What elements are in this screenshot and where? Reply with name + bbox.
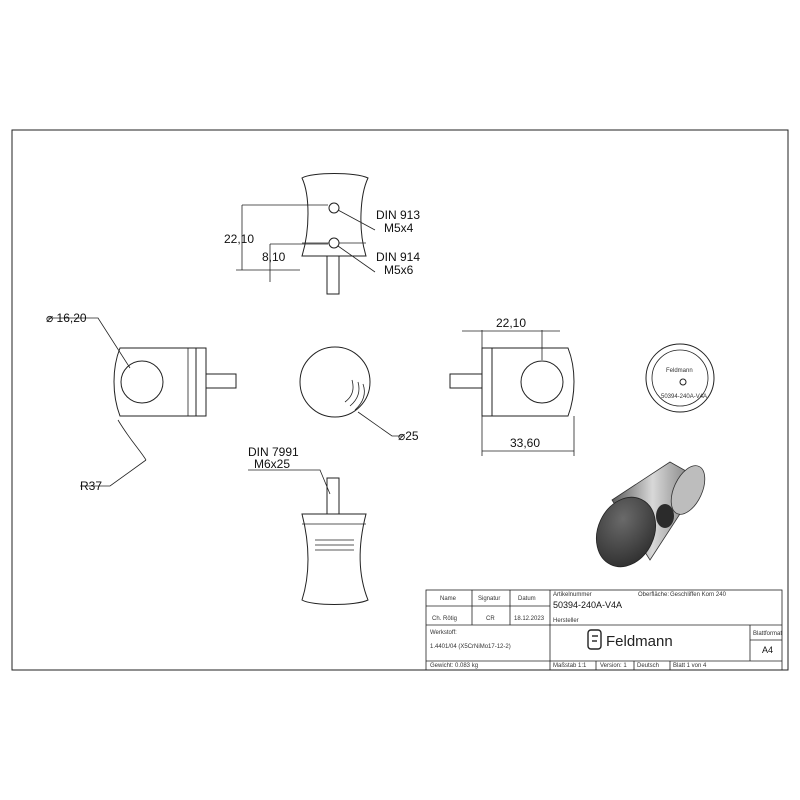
- article-number: 50394-240A-V4A: [553, 600, 622, 610]
- dia-label: ⌀ 16,20: [46, 311, 87, 325]
- dim-small: 8,10: [262, 250, 286, 264]
- top-view-pin: [326, 255, 340, 295]
- sheet-format-label: Blattformat: [753, 631, 782, 637]
- sheet-border: [11, 129, 789, 671]
- left-view-bore: [120, 360, 164, 404]
- hdr-name: Name: [440, 596, 457, 602]
- top-view-outline: [301, 173, 369, 257]
- screw-din913: [328, 202, 340, 214]
- front-dia-label: ⌀25: [398, 429, 419, 443]
- right-view-pin: [449, 373, 483, 389]
- hdr-signature: Signatur: [478, 596, 500, 602]
- note-din913-line2: M5x4: [384, 221, 414, 235]
- left-view: ⌀ 16,20 R37: [46, 311, 237, 493]
- left-view-pin: [205, 373, 237, 389]
- sheet-number: Blatt 1 von 4: [673, 663, 707, 669]
- scale: Maßstab 1:1: [553, 663, 587, 669]
- manufacturer-label: Hersteller: [553, 618, 579, 624]
- surface-label: Oberfläche:: [638, 592, 669, 598]
- right-dim-top: 22,10: [496, 316, 526, 330]
- note-din914-line2: M5x6: [384, 263, 414, 277]
- bottom-view: DIN 7991 M6x25: [248, 445, 369, 605]
- end-face-view: Feldmann 50394-240A-V4A: [645, 343, 715, 413]
- top-view: 22,10 8,10 DIN 913 M5x4 DIN 914 M5x6: [224, 173, 420, 295]
- end-face-logo: Feldmann: [666, 368, 693, 374]
- end-face-hole: [679, 378, 687, 386]
- sheet-format-value: A4: [762, 645, 773, 655]
- right-view-bore: [520, 360, 564, 404]
- dim-height: 22,10: [224, 232, 254, 246]
- radius-label: R37: [80, 479, 102, 493]
- article-label: Artikelnummer: [553, 592, 592, 598]
- bottom-note-line1: DIN 7991: [248, 445, 299, 459]
- bottom-view-outline: [301, 513, 369, 605]
- isometric-render: [596, 461, 706, 568]
- title-block: Name Signatur Datum Ch. Rötig CR 18.12.2…: [425, 589, 783, 671]
- right-view: 22,10 33,60: [449, 316, 575, 456]
- material-value: 1.4401/04 (X5CrNiMo17-12-2): [430, 644, 511, 650]
- render-front-face: [596, 496, 656, 568]
- logo-mark-icon: [587, 629, 602, 650]
- bottom-note-line2: M6x25: [254, 457, 290, 471]
- note-din914-line1: DIN 914: [376, 250, 420, 264]
- brand-name: Feldmann: [606, 633, 673, 650]
- screw-din914: [328, 237, 340, 249]
- row-signature: CR: [486, 616, 495, 622]
- surface-value: Geschliffen Korn 240: [670, 592, 727, 598]
- note-din913-line1: DIN 913: [376, 208, 420, 222]
- end-face-part-no: 50394-240A-V4A: [661, 394, 707, 400]
- front-view: ⌀25: [299, 346, 419, 443]
- row-date: 18.12.2023: [514, 616, 545, 622]
- bottom-view-pin: [326, 477, 340, 515]
- weight: Gewicht: 0.083 kg: [430, 663, 478, 669]
- right-dim-bottom: 33,60: [510, 436, 540, 450]
- front-view-circle: [299, 346, 371, 418]
- material-label: Werkstoff:: [430, 630, 457, 636]
- version: Version: 1: [600, 663, 627, 669]
- row-name: Ch. Rötig: [432, 616, 457, 622]
- feldmann-logo: Feldmann: [587, 629, 673, 650]
- hdr-date: Datum: [518, 596, 536, 602]
- language: Deutsch: [637, 663, 659, 669]
